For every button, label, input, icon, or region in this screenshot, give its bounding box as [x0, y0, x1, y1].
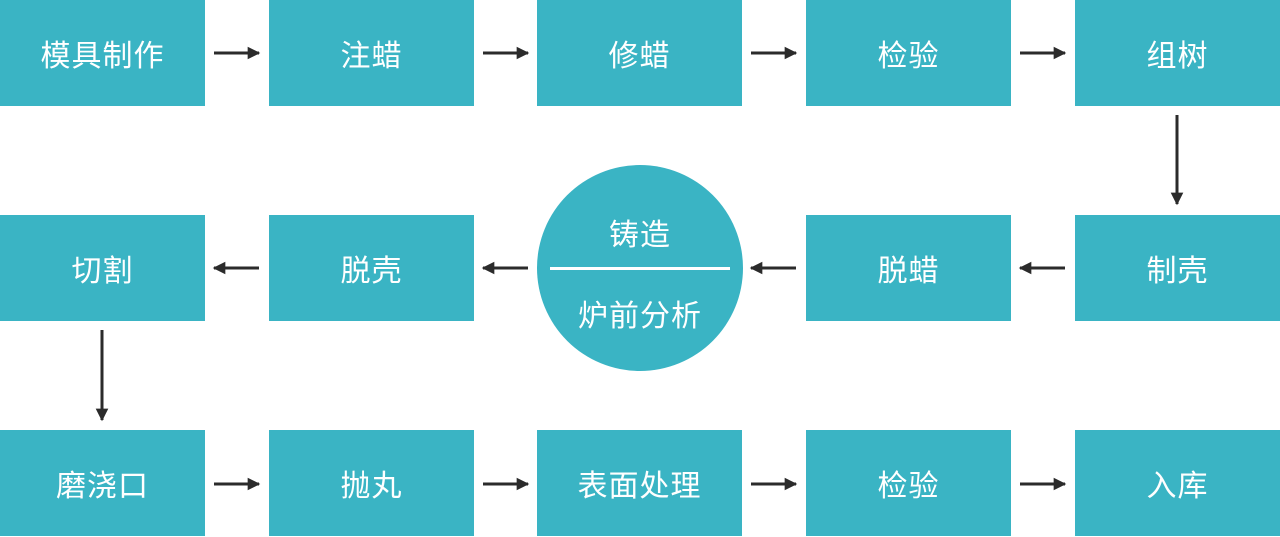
step-shell-making: 制壳 [1075, 215, 1280, 321]
step-wax-injection: 注蜡 [269, 0, 474, 106]
furnace-analysis-label: 炉前分析 [578, 299, 702, 334]
center-divider [550, 267, 730, 270]
casting-label: 铸造 [609, 218, 671, 253]
step-dewaxing: 脱蜡 [806, 215, 1011, 321]
step-shot-blasting: 抛丸 [269, 430, 474, 536]
step-wax-trimming: 修蜡 [537, 0, 742, 106]
step-inspection-2: 检验 [806, 430, 1011, 536]
step-tree-assembly: 组树 [1075, 0, 1280, 106]
step-gate-grinding: 磨浇口 [0, 430, 205, 536]
center-casting-circle: 铸造 炉前分析 [537, 165, 743, 371]
step-shell-removal: 脱壳 [269, 215, 474, 321]
step-cutting: 切割 [0, 215, 205, 321]
step-mold-making: 模具制作 [0, 0, 205, 106]
step-surface-treatment: 表面处理 [537, 430, 742, 536]
step-inspection-1: 检验 [806, 0, 1011, 106]
step-warehousing: 入库 [1075, 430, 1280, 536]
